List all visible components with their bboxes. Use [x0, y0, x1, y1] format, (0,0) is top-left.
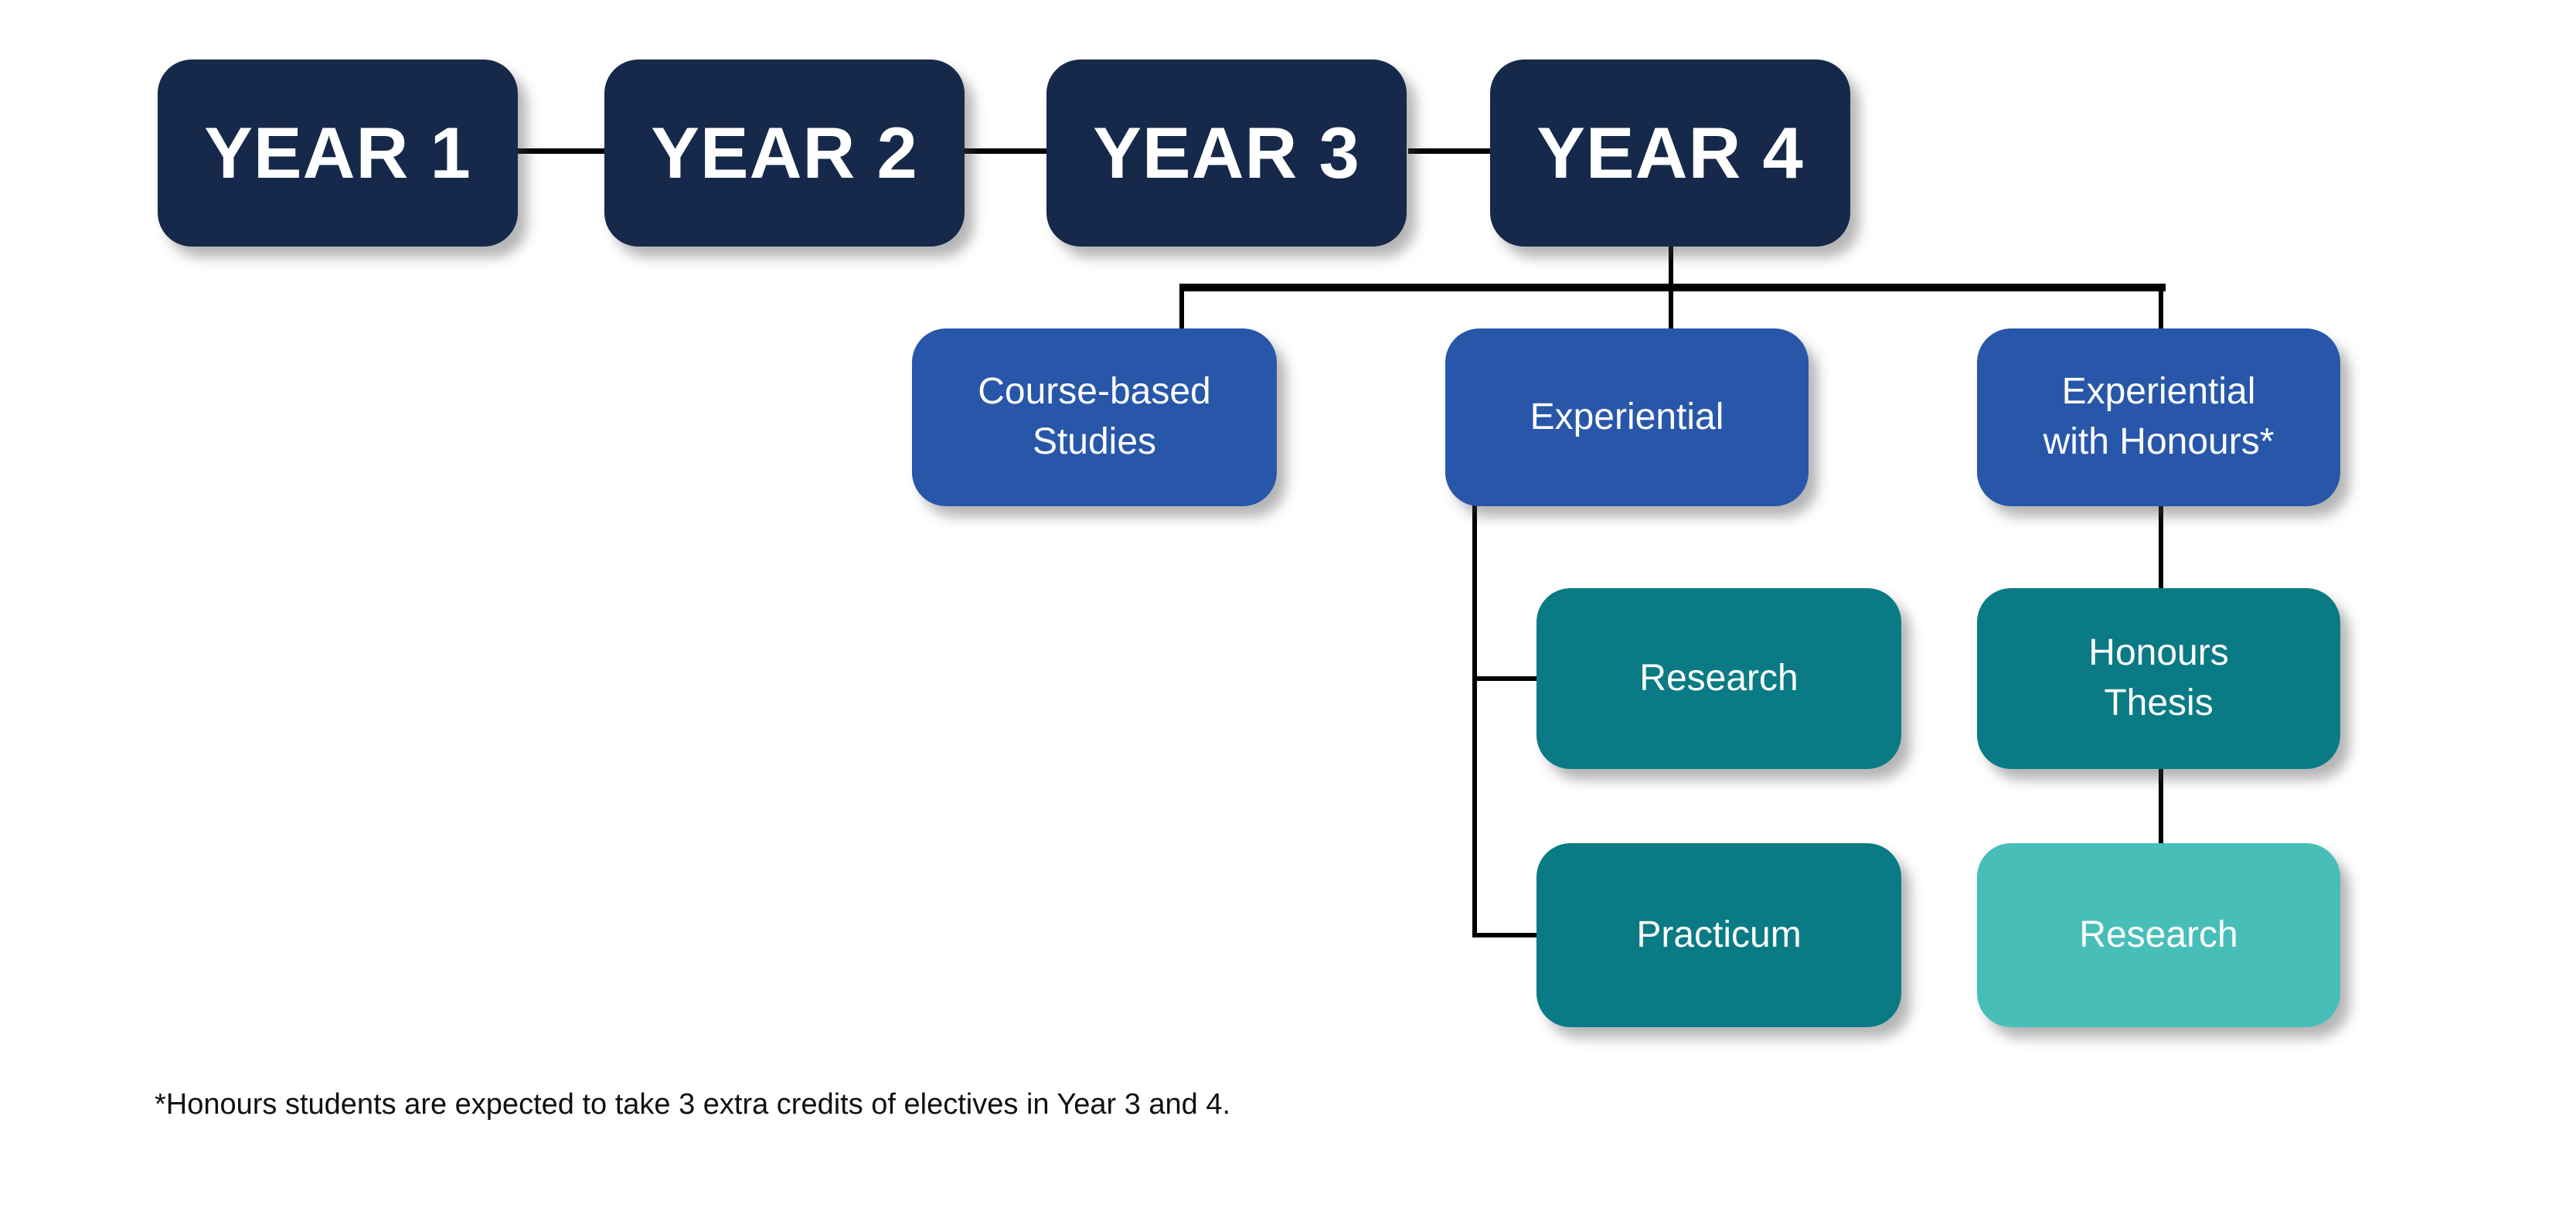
connector-drop-experiential-honours	[2159, 284, 2163, 330]
practicum-box: Practicum	[1536, 843, 1901, 1027]
connector-year3-year4	[1408, 148, 1490, 154]
year-1-box: YEAR 1	[158, 60, 518, 247]
year-4-box: YEAR 4	[1490, 60, 1850, 247]
connector-year1-year2	[518, 148, 604, 154]
connector-practicum-stub	[1472, 933, 1539, 937]
connector-honours-research-link	[2159, 767, 2163, 845]
connector-year2-year3	[965, 148, 1046, 154]
experiential-with-honours-box: Experiential with Honours*	[1977, 328, 2340, 506]
connector-drop-course-based	[1179, 284, 1184, 330]
honours-thesis-box: Honours Thesis	[1977, 588, 2340, 769]
experiential-box: Experiential	[1445, 328, 1809, 506]
connector-honours-thesis-link	[2159, 502, 2163, 591]
connector-year4-stem	[1669, 247, 1673, 287]
research-box: Research	[1536, 588, 1901, 769]
honours-research-box: Research	[1977, 843, 2340, 1027]
year-3-box: YEAR 3	[1046, 60, 1407, 247]
course-based-studies-box: Course-based Studies	[912, 328, 1277, 506]
connector-drop-experiential	[1669, 284, 1673, 330]
connector-experiential-stem	[1472, 502, 1477, 937]
connector-research-stub	[1472, 676, 1539, 681]
year-2-box: YEAR 2	[604, 60, 965, 247]
honours-footnote: *Honours students are expected to take 3…	[155, 1088, 1231, 1121]
